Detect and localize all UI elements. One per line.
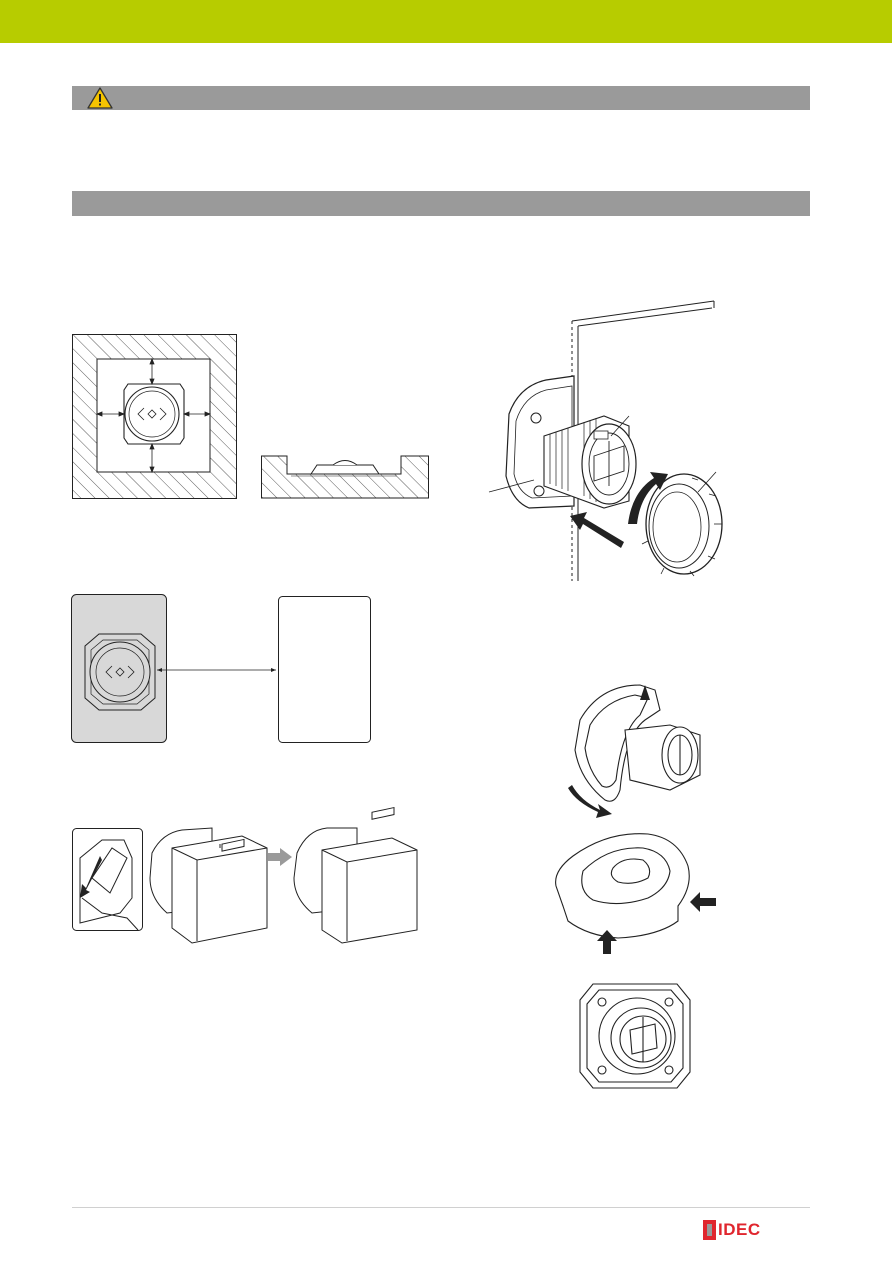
- header-accent-bar: [0, 0, 892, 43]
- push-arrow-icon: [570, 512, 624, 548]
- idec-logo-text: IDEC: [718, 1220, 761, 1239]
- sensor-and-box-1: [149, 827, 268, 944]
- sensor-cable-connection-figure: [71, 594, 371, 743]
- panel-cutout-front-figure: [72, 334, 237, 499]
- sensor-squeeze-figure: [555, 833, 716, 954]
- clip-arrow-icon: [80, 856, 102, 898]
- sensor-panel-mounting-figure: [488, 300, 723, 581]
- sensor-clip-detail-figure: [72, 806, 418, 944]
- threaded-barrel: [543, 415, 637, 509]
- leader-line-ring: [697, 471, 717, 493]
- leader-line-barrel: [610, 415, 630, 437]
- squeeze-arrow-up-icon: [597, 930, 617, 954]
- warning-section-bar: [72, 86, 810, 110]
- connection-box: [278, 596, 371, 743]
- footer-divider: [72, 1207, 810, 1208]
- rotate-arrow-icon: [628, 472, 668, 524]
- squeeze-arrow-right-icon: [690, 892, 716, 912]
- sensor-and-box-2: [293, 806, 418, 944]
- installation-section-bar: [72, 191, 810, 216]
- sensor-front-outline: [84, 633, 156, 711]
- warning-triangle-icon: [87, 87, 113, 109]
- panel-cutout-side-figure: [261, 455, 429, 499]
- idec-logo: IDEC: [703, 1220, 767, 1240]
- sensor-rear-view-figure: [579, 983, 691, 1089]
- next-step-arrow-icon: [268, 848, 292, 866]
- leader-line-body: [488, 479, 535, 493]
- lock-ring: [641, 473, 723, 577]
- cover-removal-figure: [568, 684, 701, 818]
- sensor-front-outline: [123, 383, 185, 445]
- swing-arrow-icon: [568, 785, 612, 818]
- idec-logo-mark: [703, 1220, 716, 1240]
- release-arrow-icon: [640, 685, 650, 700]
